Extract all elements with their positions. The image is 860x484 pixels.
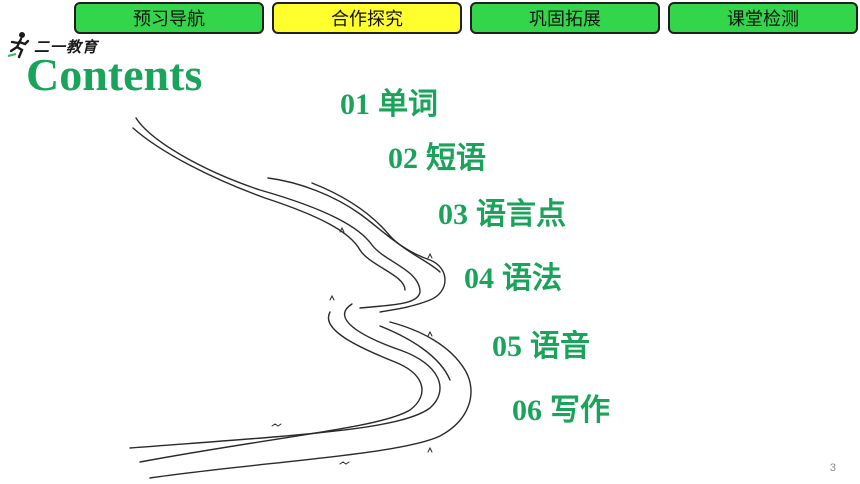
tab-preview-guide[interactable]: 预习导航: [74, 2, 264, 34]
item-label: 短语: [426, 141, 486, 176]
tab-cooperative-inquiry[interactable]: 合作探究: [272, 2, 462, 34]
logo-text: 二一教育: [34, 38, 99, 56]
tab-label: 合作探究: [331, 9, 403, 30]
tab-consolidation[interactable]: 巩固拓展: [470, 2, 660, 34]
item-number: 04: [464, 262, 494, 295]
section-nav: 预习导航 合作探究 巩固拓展 课堂检测: [74, 2, 860, 36]
tab-label: 课堂检测: [727, 9, 799, 30]
page-number: 3: [829, 462, 836, 474]
item-label: 写作: [550, 393, 610, 428]
item-number: 05: [492, 330, 522, 363]
page-title: Contents: [26, 49, 203, 100]
runner-icon: [7, 32, 30, 59]
item-number: 03: [438, 198, 468, 231]
tab-label: 巩固拓展: [529, 9, 601, 30]
item-number: 06: [512, 394, 542, 427]
item-label: 语法: [502, 261, 562, 296]
brand-logo: 二一教育: [6, 30, 126, 64]
item-label: 语言点: [476, 197, 566, 232]
item-label: 语音: [530, 329, 590, 364]
item-number: 01: [340, 88, 370, 121]
tab-label: 预习导航: [133, 9, 205, 30]
tab-class-test[interactable]: 课堂检测: [668, 2, 858, 34]
item-number: 02: [388, 142, 418, 175]
item-label: 单词: [378, 87, 438, 122]
